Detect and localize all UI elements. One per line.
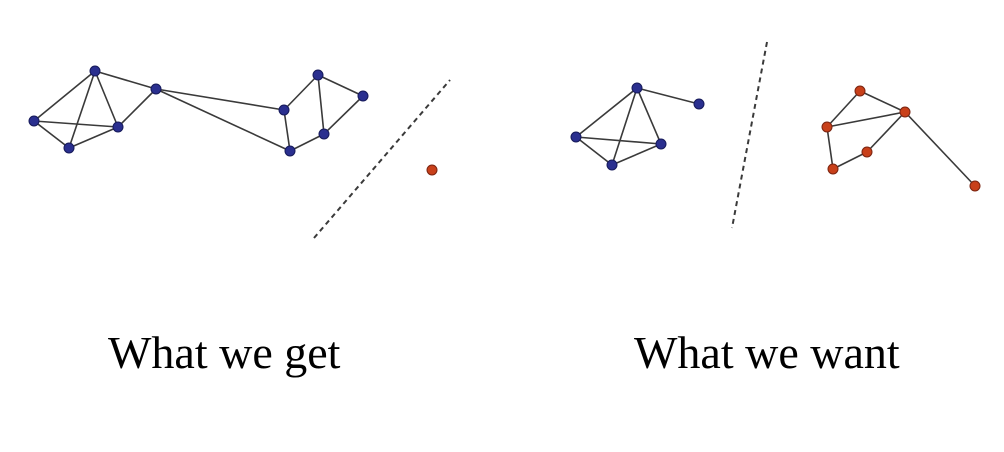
graph-edge <box>283 74 319 111</box>
graph-node-red <box>821 121 833 133</box>
graph-node-blue <box>112 121 124 133</box>
graph-edge <box>866 111 906 153</box>
graph-edge <box>94 70 157 90</box>
node-group-left <box>28 65 438 176</box>
graph-edge <box>317 74 325 135</box>
graph-node-blue <box>150 83 162 95</box>
graph-edge <box>575 136 662 145</box>
panel-what-we-get <box>28 65 451 239</box>
graph-edge <box>826 111 906 128</box>
graph-node-blue <box>28 115 40 127</box>
graph-edge <box>289 133 325 152</box>
caption-what-we-want: What we want <box>634 327 900 378</box>
panel-what-we-want <box>570 41 981 229</box>
graph-edge <box>317 74 364 97</box>
graph-node-red <box>969 180 981 192</box>
graph-edge <box>33 120 70 149</box>
graph-node-blue <box>570 131 582 143</box>
graph-node-red <box>861 146 873 158</box>
graph-node-red <box>854 85 866 97</box>
graph-edge <box>859 90 906 113</box>
graph-node-blue <box>606 159 618 171</box>
graph-edge <box>826 126 834 170</box>
separator-line-right <box>731 41 768 229</box>
graph-edge <box>94 70 119 128</box>
separator-line-left <box>313 79 451 239</box>
graph-node-red <box>899 106 911 118</box>
graph-edge <box>68 70 96 149</box>
graph-edge <box>636 87 700 105</box>
graph-node-blue <box>655 138 667 150</box>
graph-node-blue <box>631 82 643 94</box>
graph-edge <box>611 143 662 166</box>
graph-edge <box>575 87 638 138</box>
graph-edge <box>575 136 613 166</box>
graph-edge <box>33 70 96 122</box>
graph-edge <box>117 88 157 128</box>
edge-group-right <box>575 87 976 187</box>
graph-edge <box>323 95 364 135</box>
graph-node-red <box>827 163 839 175</box>
graph-edge <box>155 88 291 152</box>
node-group-right <box>570 82 981 192</box>
graph-node-blue <box>89 65 101 77</box>
graph-node-blue <box>278 104 290 116</box>
graph-edge <box>832 151 868 170</box>
graph-edge <box>636 87 662 145</box>
graph-node-blue <box>63 142 75 154</box>
graph-edge <box>68 126 119 149</box>
graph-edge <box>33 120 119 128</box>
graph-node-blue <box>693 98 705 110</box>
caption-what-we-get: What we get <box>108 327 341 378</box>
graph-edge <box>826 90 861 128</box>
graph-edge <box>283 109 291 152</box>
graph-node-blue <box>284 145 296 157</box>
graph-node-blue <box>318 128 330 140</box>
graph-edge <box>155 88 285 111</box>
edge-group-left <box>33 70 364 152</box>
graph-node-blue <box>357 90 369 102</box>
graph-node-red <box>426 164 438 176</box>
graph-node-blue <box>312 69 324 81</box>
graph-edge <box>904 111 976 187</box>
graph-edge <box>611 87 638 166</box>
